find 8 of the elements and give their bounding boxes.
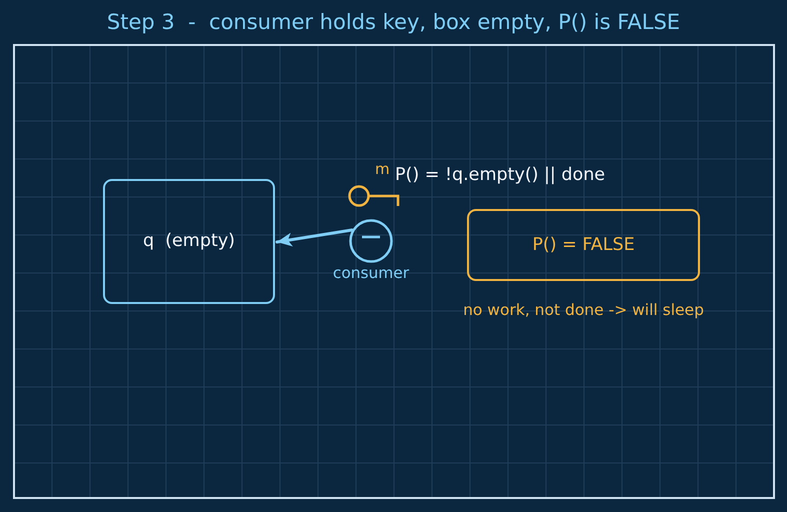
node-label: q (empty) <box>142 231 236 252</box>
node-label: P() = FALSE <box>532 234 635 256</box>
note-text: no work, not done -> will sleep <box>463 302 704 320</box>
node-label: consumer <box>332 265 410 283</box>
key-label: m <box>375 161 390 178</box>
title: Step 3 - consumer holds key, box empty, P() is FALSE <box>106 10 680 34</box>
arrow <box>276 228 354 247</box>
condition-text: P() = !q.empty() || done <box>395 165 606 186</box>
